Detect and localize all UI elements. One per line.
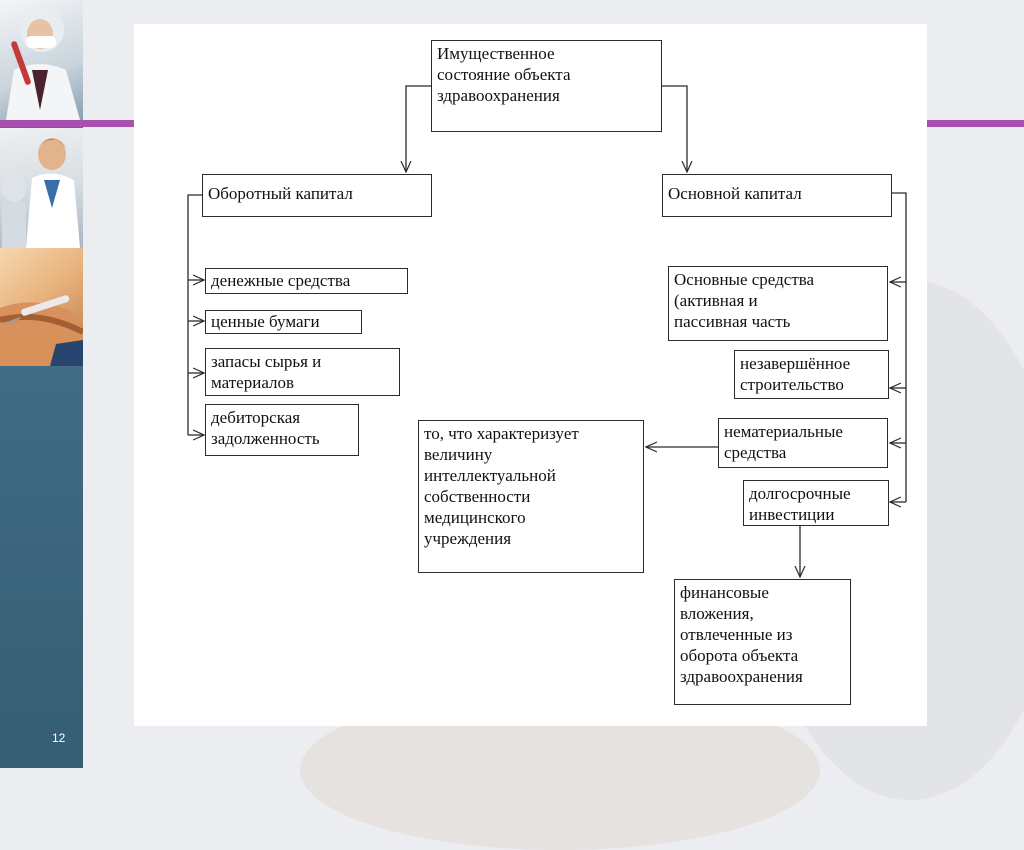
securities-node: ценные бумаги <box>205 310 362 334</box>
fixed-capital-node: Основной капитал <box>662 174 892 217</box>
root-node: Имущественное состояние объекта здравоох… <box>431 40 662 132</box>
construction-node: незавершённое строительство <box>734 350 889 399</box>
cash-node: денежные средства <box>205 268 408 294</box>
nurse-photo <box>0 128 83 248</box>
connector-lines <box>187 85 907 726</box>
doctor-photo <box>0 0 83 120</box>
left-bus <box>187 194 202 435</box>
intellectual-property-note: то, что характеризует величину интеллект… <box>418 420 644 573</box>
fixed-assets-node: Основные средства (активная и пассивная … <box>668 266 888 341</box>
intangible-assets-node: нематериальные средства <box>718 418 888 468</box>
root-to-right-arrow <box>662 85 687 172</box>
diagram-panel: Имущественное состояние объекта здравоох… <box>134 24 927 726</box>
financial-investments-note: финансовые вложения, отвлеченные из обор… <box>674 579 851 705</box>
inventory-node: запасы сырья и материалов <box>205 348 400 396</box>
injection-photo <box>0 248 83 366</box>
sidebar: 12 <box>0 0 83 768</box>
accent-bar-left <box>0 120 134 127</box>
long-term-investments-node: долгосрочные инвестиции <box>743 480 889 526</box>
root-to-left-arrow <box>406 85 431 172</box>
right-bus <box>892 192 907 502</box>
working-capital-node: Оборотный капитал <box>202 174 432 217</box>
page-number: 12 <box>52 731 66 745</box>
accent-bar-right <box>927 120 1024 127</box>
receivables-node: дебиторская задолженность <box>205 404 359 456</box>
